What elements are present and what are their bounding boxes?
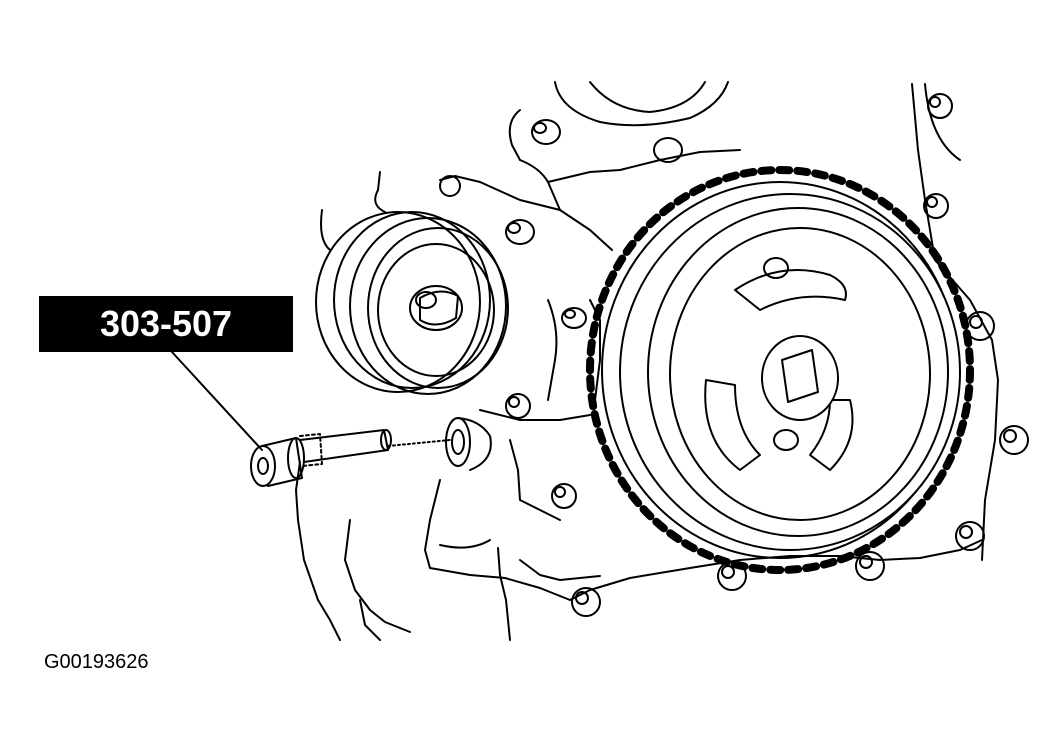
- bolt: [965, 311, 995, 341]
- bolt: [999, 425, 1029, 455]
- bolt: [505, 393, 531, 419]
- bolt: [551, 483, 577, 509]
- bolts: [439, 93, 1029, 617]
- special-tool-303-507: [250, 429, 451, 487]
- crankshaft-pulley: [586, 166, 974, 574]
- bolt: [717, 561, 747, 591]
- bolt: [855, 551, 885, 581]
- figure-id-label: G00193626: [44, 651, 149, 673]
- bolt: [531, 119, 561, 145]
- bolt: [955, 521, 985, 551]
- bolt: [505, 219, 535, 245]
- bolt: [923, 193, 949, 219]
- bolt: [571, 587, 601, 617]
- engine-block-outline: [295, 81, 999, 641]
- tool-callout-label: 303-507: [99, 303, 233, 344]
- bolt: [561, 307, 587, 329]
- tool-callout-box: 303-507: [39, 296, 293, 352]
- bolt: [927, 93, 953, 119]
- idler-pulley: [315, 211, 509, 395]
- tool-insertion-hole: [445, 417, 492, 471]
- bolt: [653, 137, 683, 163]
- bolt: [439, 175, 461, 197]
- callout-leader-line: [171, 351, 263, 451]
